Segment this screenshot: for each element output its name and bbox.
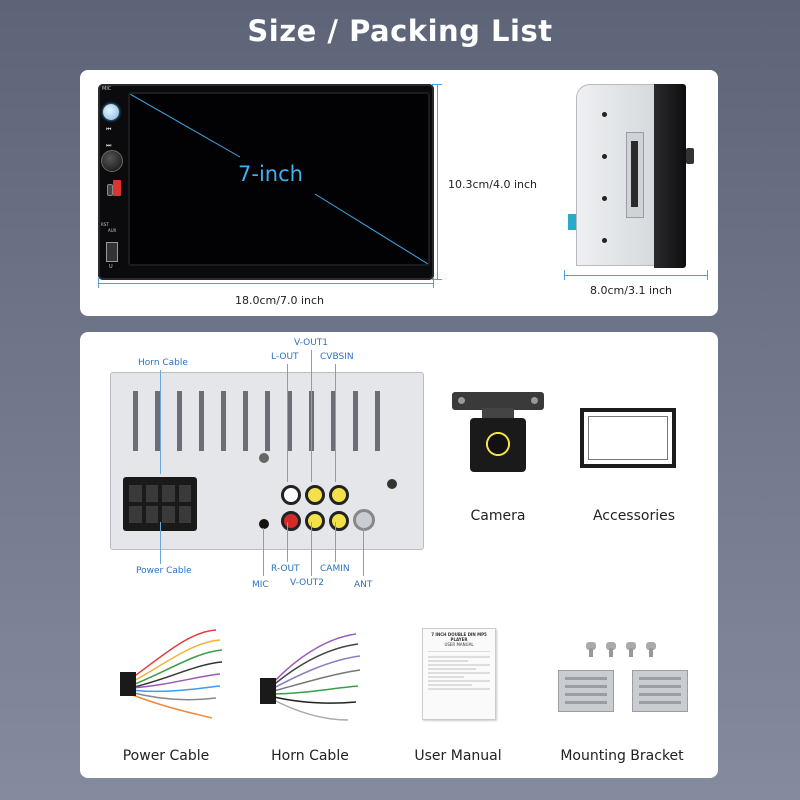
ant-jack[interactable] [353,509,375,531]
width-label: 18.0cm/7.0 inch [235,294,324,307]
usb-label: U [109,264,113,270]
horn-cable-port-label: Horn Cable [138,358,188,368]
side-front-bezel [654,84,686,268]
camera-label: Camera [470,508,526,524]
aux-label: AUX [108,228,117,233]
usb-c-port[interactable] [107,184,113,196]
height-label: 10.3cm/4.0 inch [448,178,537,191]
next-icon[interactable]: ⏭ [106,142,112,149]
mic-jack[interactable] [259,519,269,529]
side-mount-hole-3 [602,196,607,201]
r-out-label: R-OUT [271,564,300,574]
height-tick-top [432,84,442,85]
packing-panel: Horn Cable Power Cable V-OUT1 L-OUT CVBS… [80,332,718,778]
power-cable-leader [160,522,161,564]
mic-leader [263,528,264,576]
screen-diagonal [130,94,428,264]
power-cable-label: Power Cable [122,748,210,764]
side-knob [686,148,694,164]
v-out2-leader [311,522,312,576]
side-mount-hole-1 [602,112,607,117]
power-button[interactable] [103,104,119,120]
prev-icon[interactable]: ⏮ [106,126,112,133]
side-bracket-slot [626,132,644,218]
v-out2-label: V-OUT2 [290,578,325,588]
side-chassis [576,84,656,266]
camin-leader [335,522,336,562]
v-out1-leader [311,350,312,482]
rear-screw-hole [259,453,269,463]
sd-slot[interactable] [113,180,121,196]
page-title: Size / Packing List [247,14,553,48]
rca-cvbsin[interactable] [329,485,349,505]
rear-ground-hole [387,479,397,489]
depth-label: 8.0cm/3.1 inch [590,284,673,297]
depth-tick-right [707,270,708,280]
side-mount-hole-4 [602,238,607,243]
horn-cable-label: Horn Cable [271,748,349,764]
cvbsin-leader [335,364,336,482]
accessories-label: Accessories [592,508,676,524]
mounting-screws [582,642,662,658]
iso-connector[interactable] [123,477,197,531]
camin-label: CAMIN [320,564,350,574]
side-mount-hole-2 [602,154,607,159]
v-out1-label: V-OUT1 [294,338,329,348]
display-screen: 7-inch [128,92,430,266]
mic-label: MIC [252,580,269,590]
rst-label: RST [101,222,109,227]
user-manual-label: User Manual [414,748,502,764]
l-out-leader [287,364,288,482]
control-strip: MIC ⏮ ⏭ RST AUX U [98,84,126,280]
width-dimension-line [98,283,434,284]
width-tick-left [98,278,99,288]
manual-title-line1: 7 INCH DOUBLE DIN MP5 PLAYER [431,632,487,642]
horn-cable-leader [160,370,161,474]
rca-v-out1[interactable] [305,485,325,505]
manual-title-line2: USER MANUAL [444,642,474,647]
camera-image [452,392,544,478]
rca-camin[interactable] [329,511,349,531]
volume-knob[interactable] [101,150,123,172]
ant-leader [363,528,364,576]
mounting-bracket-label: Mounting Bracket [560,748,684,764]
height-dimension-line [437,84,438,280]
usb-port[interactable] [106,242,118,262]
ant-label: ANT [354,580,373,590]
bracket-left [558,670,614,712]
power-cable-port-label: Power Cable [136,566,192,576]
cvbsin-label: CVBSIN [320,352,354,362]
size-panel: MIC ⏮ ⏭ RST AUX U 7-inch 10.3cm/4.0 inch… [80,70,718,316]
bracket-right [632,670,688,712]
depth-dimension-line [564,275,708,276]
head-unit-side [568,84,710,268]
side-connector [568,214,576,230]
screen-size-label: 7-inch [238,162,303,186]
rca-l-out[interactable] [281,485,301,505]
head-unit-rear [110,372,424,550]
rca-v-out2[interactable] [305,511,325,531]
horn-cable-image [260,633,361,721]
mic-label: MIC [102,86,112,92]
l-out-label: L-OUT [271,352,299,362]
rca-r-out[interactable] [281,511,301,531]
depth-tick-left [564,270,565,280]
height-tick-bottom [432,279,442,280]
accessories-frame [580,408,676,468]
rear-vent-area [133,391,399,459]
r-out-leader [287,522,288,562]
power-cable-image [120,629,223,719]
width-tick-right [433,278,434,288]
user-manual-image: 7 INCH DOUBLE DIN MP5 PLAYER USER MANUAL [422,628,496,720]
head-unit-front: MIC ⏮ ⏭ RST AUX U 7-inch [98,84,434,280]
